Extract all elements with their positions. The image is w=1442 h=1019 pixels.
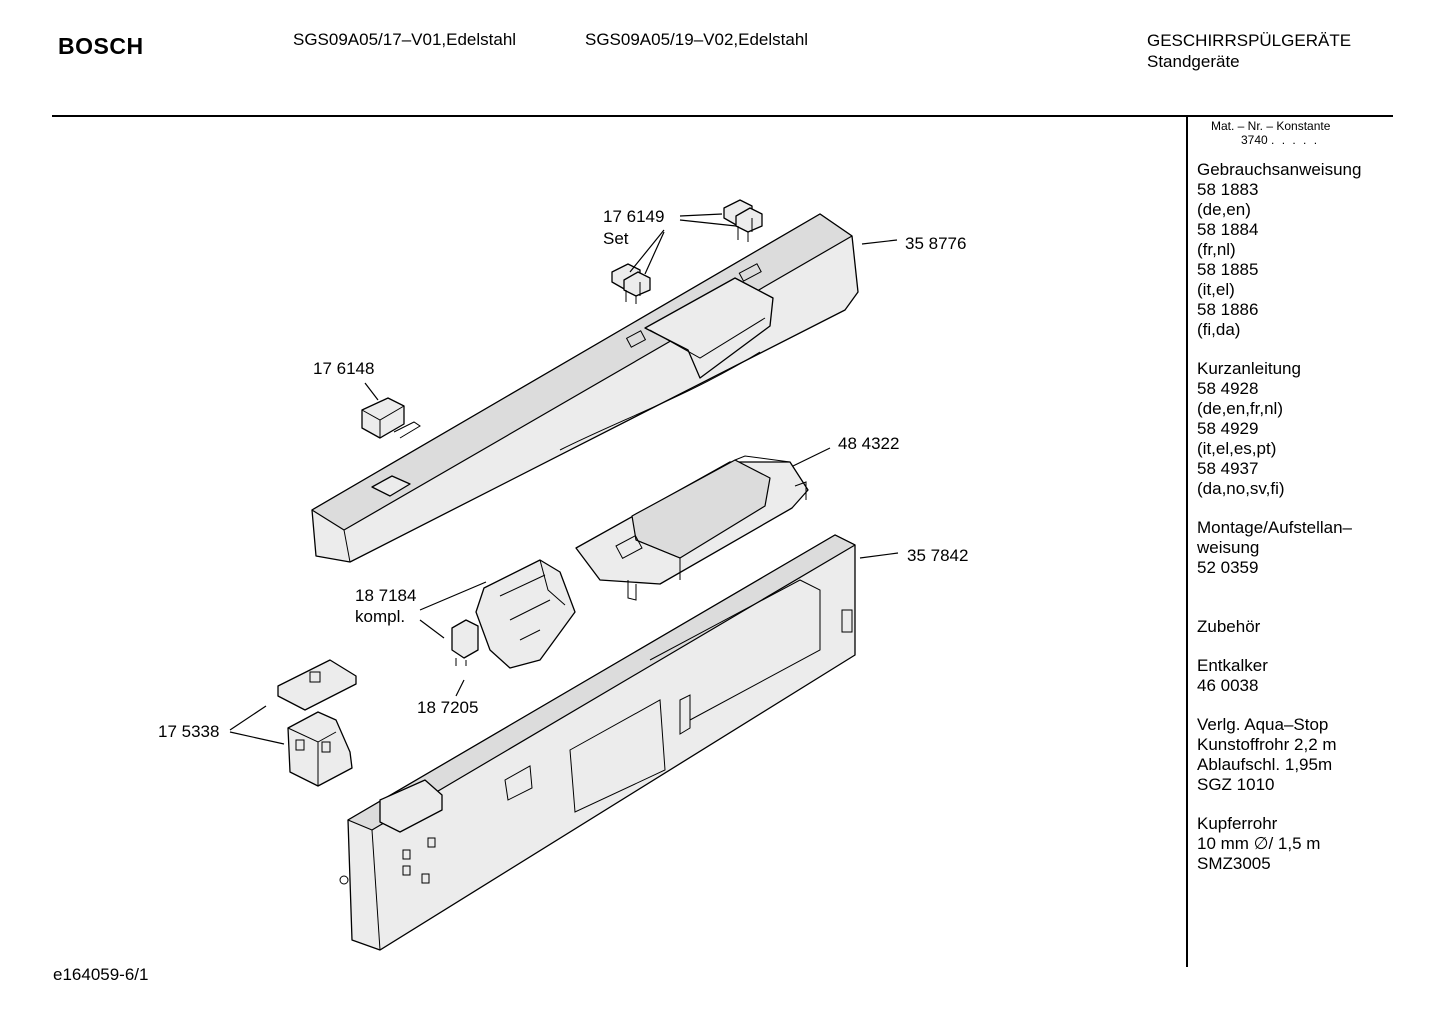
sidebar-line: 58 1883 bbox=[1197, 180, 1259, 199]
sidebar-line: Gebrauchsanweisung bbox=[1197, 160, 1362, 179]
sidebar-line: Montage/Aufstellan– bbox=[1197, 518, 1352, 537]
sidebar-line: 10 mm ∅/ 1,5 m bbox=[1197, 834, 1321, 853]
sidebar-divider bbox=[1186, 117, 1188, 967]
callout-176148: 17 6148 bbox=[313, 359, 375, 378]
sidebar-line: SGZ 1010 bbox=[1197, 775, 1275, 794]
control-carrier-frame bbox=[339, 534, 856, 951]
small-component bbox=[451, 619, 479, 666]
sidebar-line: Verlg. Aqua–Stop bbox=[1197, 715, 1329, 734]
sidebar-line: (de,en) bbox=[1197, 200, 1251, 219]
model-number-1: SGS09A05/17–V01,Edelstahl bbox=[293, 30, 517, 49]
sidebar-line: Kunstoffrohr 2,2 m bbox=[1197, 735, 1337, 754]
sidebar-line: (fi,da) bbox=[1197, 320, 1241, 339]
sidebar-line: 58 1884 bbox=[1197, 220, 1259, 239]
sidebar-block: Zubehör bbox=[1197, 597, 1361, 637]
sidebar-line: (da,no,sv,fi) bbox=[1197, 479, 1285, 498]
sidebar-line: 58 1886 bbox=[1197, 300, 1259, 319]
sidebar-line: Entkalker bbox=[1197, 656, 1268, 675]
sidebar-line: (de,en,fr,nl) bbox=[1197, 399, 1283, 418]
callout-175338: 17 5338 bbox=[158, 722, 220, 741]
category-title: GESCHIRRSPÜLGERÄTE bbox=[1147, 31, 1352, 50]
sidebar-line: (fr,nl) bbox=[1197, 240, 1236, 259]
drawing-id: e164059-6/1 bbox=[53, 965, 149, 984]
appliance-category: GESCHIRRSPÜLGERÄTE Standgeräte bbox=[1147, 30, 1351, 72]
sidebar-line: Zubehör bbox=[1197, 617, 1261, 636]
brand-logo: BOSCH bbox=[58, 33, 144, 59]
sidebar-line: (it,el,es,pt) bbox=[1197, 439, 1277, 458]
mat-nr-value: 3740 bbox=[1241, 133, 1268, 147]
callout-358776: 35 8776 bbox=[905, 234, 967, 253]
callout-187184: 18 7184 bbox=[355, 586, 417, 605]
leader-lines bbox=[229, 213, 899, 745]
electronic-module bbox=[575, 455, 809, 601]
sidebar-line: 58 4937 bbox=[1197, 459, 1259, 478]
sidebar-line: (it,el) bbox=[1197, 280, 1235, 299]
model-number-2: SGS09A05/19–V02,Edelstahl bbox=[585, 30, 809, 49]
header-divider bbox=[52, 115, 1393, 117]
material-number-constant: Mat. – Nr. – Konstante 3740 . . . . . bbox=[1211, 119, 1330, 147]
sidebar-line: 52 0359 bbox=[1197, 558, 1259, 577]
switch-assembly bbox=[475, 559, 576, 669]
sidebar-line: 58 1885 bbox=[1197, 260, 1259, 279]
sidebar-line: Ablaufschl. 1,95m bbox=[1197, 755, 1333, 774]
mat-nr-label: Mat. – Nr. – Konstante bbox=[1211, 119, 1331, 133]
callout-484322: 48 4322 bbox=[838, 434, 900, 453]
callout-357842: 35 7842 bbox=[907, 546, 969, 565]
sidebar-line: 58 4929 bbox=[1197, 419, 1259, 438]
sidebar-line: 58 4928 bbox=[1197, 379, 1259, 398]
mat-nr-dots: . . . . . bbox=[1271, 133, 1320, 147]
mains-switch bbox=[277, 659, 357, 787]
category-subtitle: Standgeräte bbox=[1147, 52, 1240, 71]
sidebar-line: Kurzanleitung bbox=[1197, 359, 1301, 378]
single-button bbox=[361, 397, 421, 439]
button-set bbox=[611, 199, 763, 304]
callout-176149: 17 6149 bbox=[603, 207, 665, 226]
control-panel-fascia bbox=[311, 213, 859, 563]
sidebar-line: 46 0038 bbox=[1197, 676, 1259, 695]
sidebar-line: weisung bbox=[1197, 538, 1260, 557]
sidebar-line: Kupferrohr bbox=[1197, 814, 1278, 833]
callout-187205: 18 7205 bbox=[417, 698, 479, 717]
sidebar-line: SMZ3005 bbox=[1197, 854, 1271, 873]
callout-176149-set: Set bbox=[603, 229, 629, 248]
callout-187184-kompl: kompl. bbox=[355, 607, 406, 626]
